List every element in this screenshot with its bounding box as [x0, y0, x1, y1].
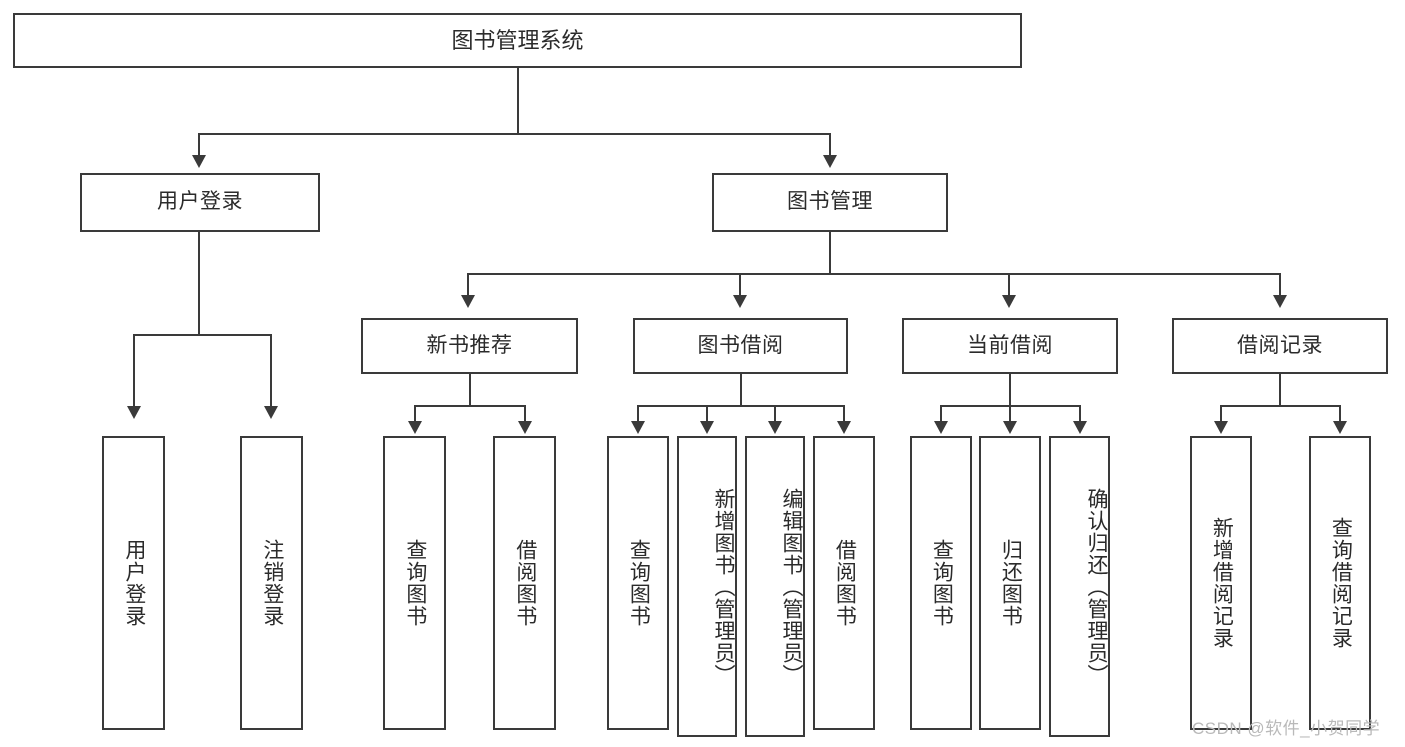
arrowhead-leaf-add-book — [700, 421, 714, 434]
arrowhead-leaf-user-login — [127, 406, 141, 419]
arrowhead-new-book-recommend — [461, 295, 475, 308]
node-leaf-query-book-3[interactable]: 查询图书 — [910, 436, 972, 730]
edge-nbr-drop-2 — [524, 405, 526, 423]
arrowhead-leaf-borrow-book-2 — [837, 421, 851, 434]
edge-root-stem — [517, 68, 519, 134]
edge-nbr-bus — [414, 405, 525, 407]
edge-bb-drop-1 — [637, 405, 639, 423]
node-label: 图书借阅 — [697, 333, 784, 357]
arrowhead-user-login — [192, 155, 206, 168]
edge-br-bus — [1220, 405, 1340, 407]
node-leaf-borrow-book-2[interactable]: 借阅图书 — [813, 436, 875, 730]
edge-book-management-stem — [829, 232, 831, 274]
edge-bb-drop-4 — [843, 405, 845, 423]
edge-bm-drop-book-borrow — [739, 273, 741, 297]
node-user-login[interactable]: 用户登录 — [80, 173, 320, 232]
node-leaf-query-record[interactable]: 查询借阅记录 — [1309, 436, 1371, 730]
node-book-borrow[interactable]: 图书借阅 — [633, 318, 848, 374]
arrowhead-leaf-edit-book — [768, 421, 782, 434]
edge-nbr-drop-1 — [414, 405, 416, 423]
node-label: 新书推荐 — [426, 333, 513, 357]
arrowhead-leaf-query-book-2 — [631, 421, 645, 434]
node-leaf-user-login[interactable]: 用户登录 — [102, 436, 165, 730]
arrowhead-book-management — [823, 155, 837, 168]
edge-nbr-stem — [469, 374, 471, 406]
node-leaf-logout-login[interactable]: 注销登录 — [240, 436, 303, 730]
node-label: 用户登录 — [157, 190, 243, 214]
arrowhead-leaf-query-record — [1333, 421, 1347, 434]
node-current-borrow[interactable]: 当前借阅 — [902, 318, 1118, 374]
edge-bb-drop-2 — [706, 405, 708, 423]
edge-root-to-user-login — [198, 133, 200, 158]
edge-cb-drop-3 — [1079, 405, 1081, 423]
node-label: 借阅记录 — [1237, 333, 1323, 357]
arrowhead-leaf-query-book-1 — [408, 421, 422, 434]
edge-user-login-bus — [133, 334, 272, 336]
node-new-book-recommend[interactable]: 新书推荐 — [361, 318, 578, 374]
node-leaf-return-book[interactable]: 归还图书 — [979, 436, 1041, 730]
node-label: 查询借阅记录 — [1329, 517, 1353, 649]
node-label: 新增图书（管理员） — [712, 487, 735, 686]
node-label: 查询图书 — [403, 539, 427, 627]
node-leaf-query-book-2[interactable]: 查询图书 — [607, 436, 669, 730]
edge-cb-stem — [1009, 374, 1011, 406]
edge-bm-drop-borrow-record — [1279, 273, 1281, 297]
node-label: 用户登录 — [122, 539, 146, 627]
csdn-watermark: CSDN @软件_小贺同学 — [1192, 719, 1381, 738]
edge-br-drop-1 — [1220, 405, 1222, 423]
node-leaf-add-book[interactable]: 新增图书（管理员） — [677, 436, 737, 737]
node-label: 新增借阅记录 — [1210, 517, 1234, 649]
arrowhead-leaf-return-book — [1003, 421, 1017, 434]
edge-user-login-drop-1 — [133, 334, 135, 408]
edge-root-bus — [198, 133, 831, 135]
node-label: 当前借阅 — [967, 333, 1053, 357]
node-label: 注销登录 — [260, 539, 284, 627]
edge-br-drop-2 — [1339, 405, 1341, 423]
node-leaf-borrow-book-1[interactable]: 借阅图书 — [493, 436, 556, 730]
node-leaf-add-record[interactable]: 新增借阅记录 — [1190, 436, 1252, 730]
node-leaf-confirm-return[interactable]: 确认归还（管理员） — [1049, 436, 1110, 737]
edge-bb-drop-3 — [774, 405, 776, 423]
arrowhead-borrow-record — [1273, 295, 1287, 308]
arrowhead-leaf-borrow-book-1 — [518, 421, 532, 434]
edge-bm-drop-current-borrow — [1008, 273, 1010, 297]
node-label: 查询图书 — [930, 539, 954, 627]
node-label: 查询图书 — [627, 539, 651, 627]
node-label: 借阅图书 — [513, 539, 537, 627]
node-label: 归还图书 — [999, 539, 1023, 627]
arrowhead-book-borrow — [733, 295, 747, 308]
arrowhead-leaf-add-record — [1214, 421, 1228, 434]
node-borrow-record[interactable]: 借阅记录 — [1172, 318, 1388, 374]
node-label: 借阅图书 — [833, 539, 857, 627]
edge-bb-bus — [637, 405, 845, 407]
node-label: 编辑图书（管理员） — [780, 487, 803, 686]
edge-user-login-drop-2 — [270, 334, 272, 408]
edge-cb-drop-1 — [940, 405, 942, 423]
arrowhead-leaf-confirm-return — [1073, 421, 1087, 434]
edge-book-management-bus — [467, 273, 1281, 275]
node-label: 确认归还（管理员） — [1085, 487, 1108, 686]
node-label: 图书管理系统 — [451, 27, 584, 53]
edge-bb-stem — [740, 374, 742, 406]
arrowhead-current-borrow — [1002, 295, 1016, 308]
arrowhead-leaf-query-book-3 — [934, 421, 948, 434]
edge-root-to-book-management — [829, 133, 831, 158]
node-book-management[interactable]: 图书管理 — [712, 173, 948, 232]
node-leaf-query-book-1[interactable]: 查询图书 — [383, 436, 446, 730]
edge-bm-drop-new-book — [467, 273, 469, 297]
edge-br-stem — [1279, 374, 1281, 406]
node-root-book-management-system[interactable]: 图书管理系统 — [13, 13, 1022, 68]
edge-cb-drop-2 — [1009, 405, 1011, 423]
node-label: 图书管理 — [787, 190, 873, 214]
arrowhead-leaf-logout-login — [264, 406, 278, 419]
edge-user-login-stem — [198, 232, 200, 335]
node-leaf-edit-book[interactable]: 编辑图书（管理员） — [745, 436, 805, 737]
